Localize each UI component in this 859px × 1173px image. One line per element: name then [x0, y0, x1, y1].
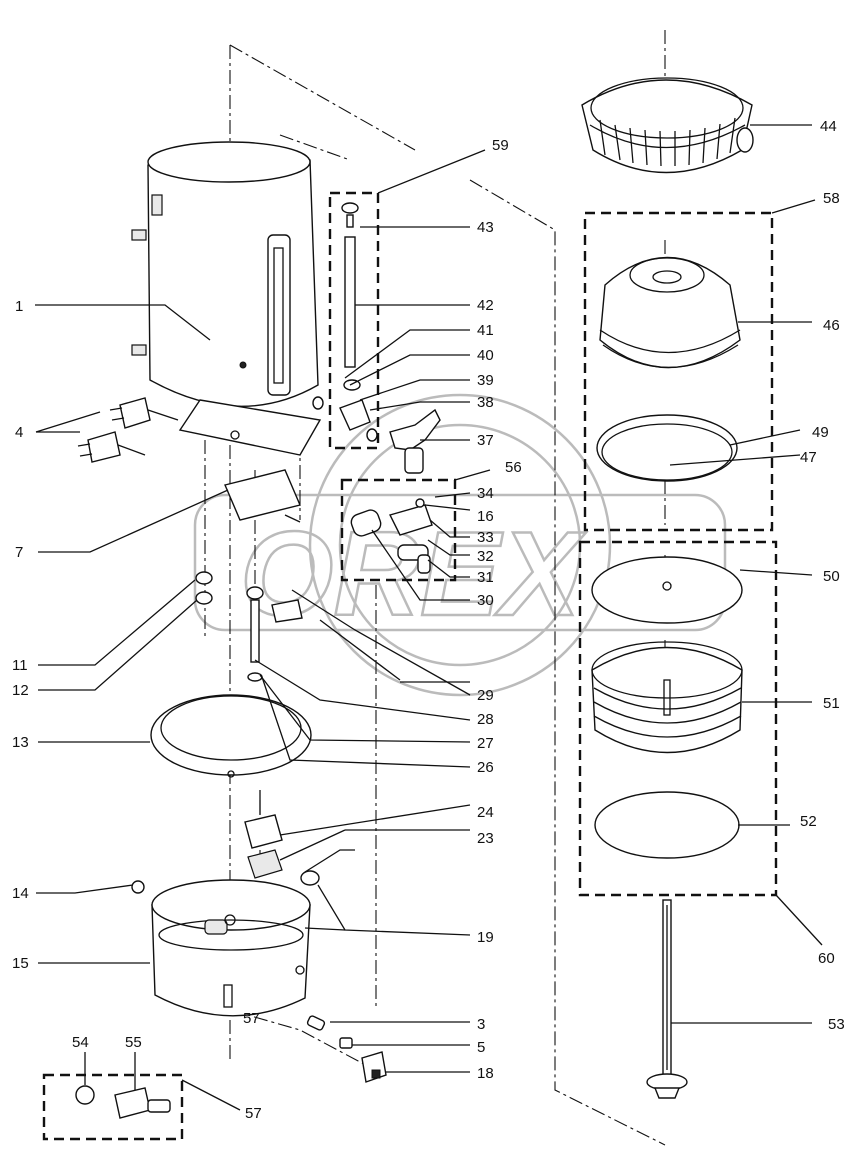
label-11: 11: [12, 657, 28, 674]
power-plugs: [77, 397, 179, 463]
label-57-box: 57: [245, 1105, 262, 1122]
label-59: 59: [492, 137, 509, 154]
filter-assembly: [591, 556, 743, 859]
label-57-base: 57: [243, 1010, 260, 1027]
urn-body: [131, 141, 322, 456]
label-55: 55: [125, 1034, 142, 1051]
label-28: 28: [477, 711, 494, 728]
label-14: 14: [12, 885, 29, 902]
faucet-parts: [350, 498, 433, 574]
label-40: 40: [477, 347, 494, 364]
label-31: 31: [477, 569, 494, 586]
box-58: [583, 211, 774, 532]
label-5: 5: [477, 1039, 485, 1056]
box-57: [42, 1073, 184, 1141]
label-38: 38: [477, 394, 494, 411]
label-56: 56: [505, 459, 522, 476]
label-51: 51: [823, 695, 840, 712]
label-54: 54: [72, 1034, 89, 1051]
label-46: 46: [823, 317, 840, 334]
label-13: 13: [12, 734, 29, 751]
label-47: 47: [800, 449, 817, 466]
valve-assembly: [75, 1085, 171, 1119]
box-60: [578, 540, 778, 897]
label-58: 58: [823, 190, 840, 207]
label-27: 27: [477, 735, 494, 752]
label-23: 23: [477, 830, 494, 847]
label-7: 7: [15, 544, 23, 561]
leader-lines: [35, 124, 823, 1111]
label-29: 29: [477, 687, 494, 704]
label-37: 37: [477, 432, 494, 449]
label-53: 53: [828, 1016, 845, 1033]
label-30: 30: [477, 592, 494, 609]
box-56: [340, 478, 457, 582]
switch-parts: [300, 849, 387, 1083]
lid-ring: [581, 77, 754, 174]
label-33: 33: [477, 529, 494, 546]
label-43: 43: [477, 219, 494, 236]
label-52: 52: [800, 813, 817, 830]
label-18: 18: [477, 1065, 494, 1082]
label-32: 32: [477, 548, 494, 565]
label-39: 39: [477, 372, 494, 389]
center-stem: [646, 899, 688, 1099]
small-washers: [195, 571, 213, 605]
label-19: 19: [477, 929, 494, 946]
label-49: 49: [812, 424, 829, 441]
label-16: 16: [477, 508, 494, 525]
label-44: 44: [820, 118, 837, 135]
box-59: [328, 191, 380, 450]
label-50: 50: [823, 568, 840, 585]
basket-assembly: [596, 256, 741, 482]
heating-ring: [150, 694, 312, 778]
label-3: 3: [477, 1016, 485, 1033]
base-housing: [131, 879, 311, 1017]
label-34: 34: [477, 485, 494, 502]
label-4: 4: [15, 424, 23, 441]
sight-glass-parts: [312, 202, 441, 474]
bracket: [224, 469, 301, 523]
label-41: 41: [477, 322, 494, 339]
thermostat-parts: [246, 586, 303, 682]
terminal-block: [244, 790, 283, 879]
label-12: 12: [12, 682, 29, 699]
label-42: 42: [477, 297, 494, 314]
label-1: 1: [15, 298, 23, 315]
label-15: 15: [12, 955, 29, 972]
part-labels: 1 4 7 11 12 13 14 15 54 55 57 57 59 43 4…: [12, 118, 845, 1122]
label-24: 24: [477, 804, 494, 821]
label-26: 26: [477, 759, 494, 776]
label-60: 60: [818, 950, 835, 967]
